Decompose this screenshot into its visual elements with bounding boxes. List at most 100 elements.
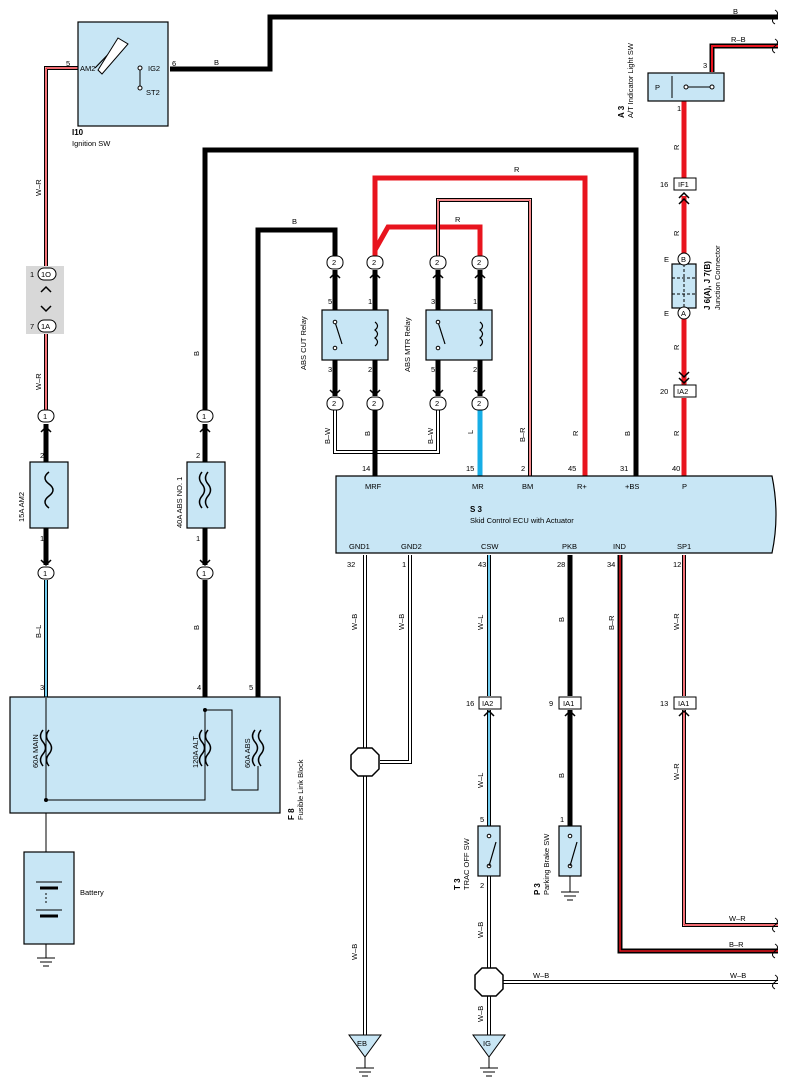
svg-text:B: B [192,351,201,356]
svg-text:43: 43 [478,560,486,569]
svg-text:GND1: GND1 [349,542,370,551]
c1o-label: 1O [41,270,51,279]
trac-code: T 3 [453,878,462,890]
edge-break-marks [772,9,778,990]
svg-text:B: B [623,431,632,436]
splice-ig [474,967,504,997]
svg-text:1: 1 [196,534,200,543]
wire-labels: B B R–B W–R W–R B–L B B B R R R R R R B–… [34,7,746,1022]
wire-r-plus [372,175,588,476]
svg-text:W–R: W–R [34,179,43,196]
ign-am2-label: AM2 [80,64,95,73]
svg-text:34: 34 [607,560,615,569]
ign-ig2-label: IG2 [148,64,160,73]
svg-text:1: 1 [473,297,477,306]
ign-st2-label: ST2 [146,88,160,97]
svg-text:5: 5 [480,815,484,824]
at-pin1: 1 [677,104,681,113]
pkb-code: P 3 [533,883,542,895]
svg-text:R: R [672,230,681,236]
svg-text:IND: IND [613,542,627,551]
svg-text:IA1: IA1 [678,699,689,708]
junction-connector: B A E E J 6(A), J 7(B) Junction Connecto… [664,245,722,320]
svg-text:16: 16 [466,699,474,708]
svg-text:MR: MR [472,482,484,491]
svg-text:W–B: W–B [533,971,549,980]
fuse-alt-name: 120A ALT [191,736,200,768]
svg-text:IG: IG [483,1039,491,1048]
svg-text:2: 2 [473,365,477,374]
at-indicator-switch: P 3 1 A 3 A/T Indicator Light SW [617,42,725,118]
svg-text:2: 2 [40,451,44,460]
svg-text:1: 1 [560,815,564,824]
abs-mtr-relay-name: ABS MTR Relay [403,317,412,372]
svg-text:W–R: W–R [729,914,746,923]
c1a-label: 1A [41,322,50,331]
svg-text:1: 1 [40,534,44,543]
wire-rb-outer [709,43,778,72]
svg-text:5: 5 [431,365,435,374]
svg-text:2: 2 [196,451,200,460]
svg-text:B–R: B–R [518,427,527,442]
skid-control-ecu: S 3 Skid Control ECU with Actuator 14 MR… [335,464,777,569]
ign-pin6: 6 [172,59,176,68]
svg-text:W–B: W–B [730,971,746,980]
svg-text:R: R [455,215,461,224]
svg-text:W–L: W–L [476,615,485,630]
round-connector: 1 [37,559,55,580]
ecu-name: Skid Control ECU with Actuator [470,516,574,525]
c1a-pin: 7 [30,322,34,331]
svg-text:W–R: W–R [672,613,681,630]
wire-ig2-b [170,14,778,72]
svg-text:2: 2 [480,881,484,890]
wire-br-ind [617,555,778,954]
splice-gnd [350,747,380,777]
wire-br-bm [436,198,532,476]
round-connector: 1 [37,409,55,433]
svg-text:1: 1 [43,569,47,578]
jc-name: Junction Connector [713,245,722,310]
at-code: A 3 [617,105,626,118]
relay-bottom-connectors: 2 2 2 2 [326,389,489,411]
svg-text:1: 1 [202,412,206,421]
pkb-name: Parking Brake SW [542,833,551,895]
svg-text:IA2: IA2 [482,699,493,708]
svg-text:B: B [733,7,738,16]
svg-text:14: 14 [362,464,370,473]
svg-text:W–B: W–B [350,944,359,960]
svg-text:SP1: SP1 [677,542,691,551]
svg-text:W–L: W–L [476,773,485,788]
svg-text:R: R [672,430,681,436]
parking-brake-switch: 1 P 3 Parking Brake SW [533,815,582,901]
fuse-40a-abs1: 2 1 40A ABS NO. 1 [175,451,226,543]
jc-b: B [681,255,686,264]
flb-code: F 8 [287,808,296,820]
ia2-top-label: IA2 [677,387,688,396]
svg-text:28: 28 [557,560,565,569]
svg-text:2: 2 [332,258,336,267]
fuse-main-name: 60A MAIN [31,734,40,768]
abs-mtr-relay: 3 1 5 2 ABS MTR Relay [403,297,493,374]
svg-text:2: 2 [372,399,376,408]
svg-text:B: B [214,58,219,67]
if1-pin: 16 [660,180,668,189]
fuse-am2-name: 15A AM2 [17,492,26,522]
ign-name: Ignition SW [72,139,111,148]
trac-name: TRAC OFF SW [462,837,471,890]
svg-text:1: 1 [368,297,372,306]
svg-text:+BS: +BS [625,482,639,491]
ground-eb: EB [348,1034,382,1077]
svg-text:3: 3 [328,365,332,374]
ign-code: I10 [72,128,84,137]
svg-text:MRF: MRF [365,482,382,491]
wire-wr-am2 [44,66,82,410]
svg-text:1: 1 [202,569,206,578]
connector-ia1-sp1: IA1 13 [660,696,697,717]
svg-text:2: 2 [332,399,336,408]
svg-text:40: 40 [672,464,680,473]
ignition-switch: AM2 IG2 ST2 5 6 I10 Ignition SW [66,21,176,148]
svg-text:32: 32 [347,560,355,569]
at-name: A/T Indicator Light SW [626,42,635,118]
svg-text:45: 45 [568,464,576,473]
ecu-code: S 3 [470,505,483,514]
